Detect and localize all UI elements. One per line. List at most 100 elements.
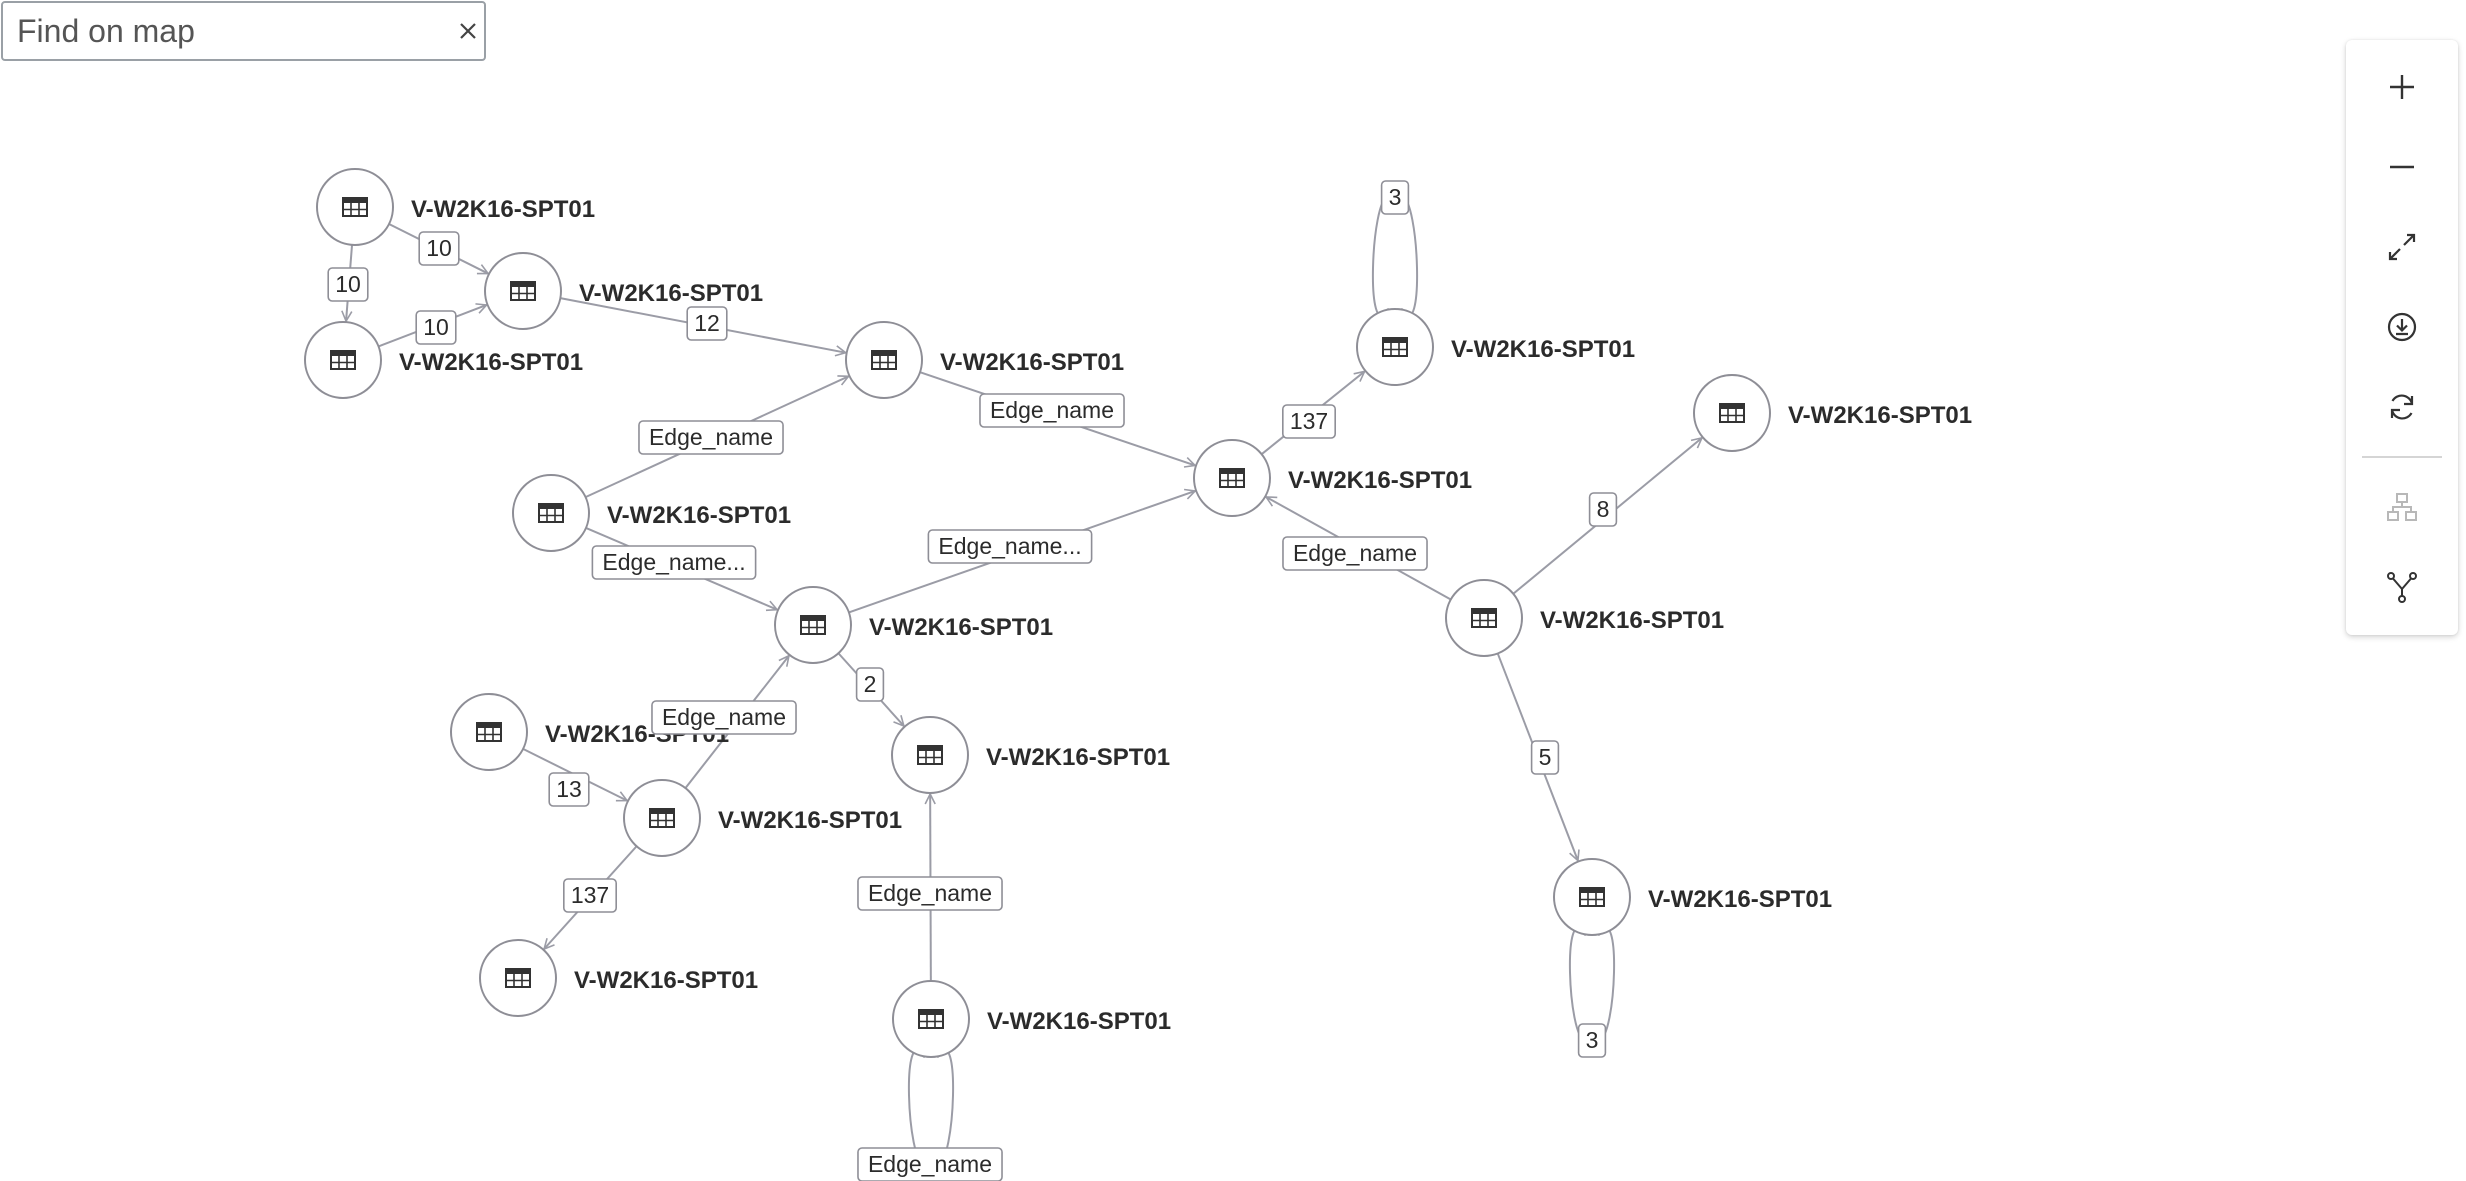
table-icon — [538, 503, 564, 523]
node-label: V-W2K16-SPT01 — [574, 967, 758, 994]
node-circle — [1193, 439, 1271, 517]
node-circle — [891, 716, 969, 794]
node-circle — [1445, 579, 1523, 657]
edge-label-text: 10 — [335, 271, 361, 297]
hierarchy-layout-button[interactable] — [2362, 472, 2442, 542]
graph-node[interactable]: V-W2K16-SPT01 — [304, 321, 583, 399]
edge-label[interactable]: 3 — [1577, 1023, 1607, 1058]
expand-icon — [2388, 233, 2416, 261]
edge-label-text: 137 — [571, 882, 609, 908]
edge-label[interactable]: 12 — [686, 306, 728, 341]
edge-label-box — [415, 310, 457, 345]
edge-e10-a[interactable] — [1371, 196, 1388, 316]
node-circle — [304, 321, 382, 399]
edge-label-box — [857, 1147, 1003, 1181]
edge-label-box — [1282, 404, 1336, 439]
graph-node[interactable]: V-W2K16-SPT01 — [1356, 308, 1635, 386]
zoom-out-button[interactable] — [2362, 132, 2442, 202]
node-label: V-W2K16-SPT01 — [579, 280, 763, 307]
node-label: V-W2K16-SPT01 — [1788, 402, 1972, 429]
edge-label-box — [857, 876, 1003, 911]
edge-label-box — [686, 306, 728, 341]
graph-node[interactable]: V-W2K16-SPT01 — [479, 939, 758, 1017]
edge-label-box — [563, 878, 617, 913]
edge-label-text: Edge_name — [1293, 540, 1417, 566]
node-label: V-W2K16-SPT01 — [869, 614, 1053, 641]
edge-label-text: 12 — [694, 310, 720, 336]
graph-node[interactable]: V-W2K16-SPT01 — [1693, 374, 1972, 452]
graph-node[interactable]: V-W2K16-SPT01 — [484, 252, 763, 330]
edge-label[interactable]: 10 — [415, 310, 457, 345]
table-icon — [342, 197, 368, 217]
graph-node[interactable]: V-W2K16-SPT01 — [623, 779, 902, 857]
edge-label[interactable]: 13 — [548, 772, 590, 807]
node-label: V-W2K16-SPT01 — [607, 502, 791, 529]
graph-node[interactable]: V-W2K16-SPT01 — [512, 474, 791, 552]
edge-e20-b[interactable] — [938, 1050, 955, 1165]
table-icon — [1719, 403, 1745, 423]
graph-node[interactable]: V-W2K16-SPT01 — [1445, 579, 1724, 657]
table-icon — [1382, 337, 1408, 357]
fit-to-screen-button[interactable] — [2362, 212, 2442, 282]
edge-label-text: Edge_name... — [938, 533, 1081, 559]
graph-node[interactable]: V-W2K16-SPT01 — [1193, 439, 1472, 517]
download-button[interactable] — [2362, 292, 2442, 362]
table-icon — [505, 968, 531, 988]
table-icon — [510, 281, 536, 301]
close-icon[interactable] — [451, 3, 484, 59]
edge-label-box — [638, 420, 784, 455]
graph-node[interactable]: V-W2K16-SPT01 — [845, 321, 1124, 399]
node-circle — [484, 252, 562, 330]
graph-node[interactable]: V-W2K16-SPT01 — [1553, 858, 1832, 936]
edge-label-text: Edge_name — [868, 1151, 992, 1177]
edge-e20-a[interactable] — [907, 1050, 924, 1165]
table-icon — [917, 745, 943, 765]
graph-node[interactable]: V-W2K16-SPT01 — [891, 716, 1170, 794]
node-circle — [1693, 374, 1771, 452]
zoom-in-button[interactable] — [2362, 52, 2442, 122]
refresh-icon — [2390, 394, 2414, 420]
branch-layout-button[interactable] — [2362, 552, 2442, 622]
graph-node[interactable]: V-W2K16-SPT01 — [892, 980, 1171, 1058]
edge-label[interactable]: Edge_name — [857, 1147, 1003, 1181]
node-label: V-W2K16-SPT01 — [940, 349, 1124, 376]
edge-label[interactable]: 10 — [418, 231, 460, 266]
edge-label[interactable]: Edge_name — [1282, 536, 1428, 571]
table-icon — [649, 808, 675, 828]
refresh-button[interactable] — [2362, 372, 2442, 442]
edge-label[interactable]: 10 — [327, 267, 369, 302]
edge-label[interactable]: Edge_name — [651, 700, 797, 735]
edge-label[interactable]: 3 — [1380, 180, 1410, 215]
edge-label-box — [1380, 180, 1410, 215]
table-icon — [476, 722, 502, 742]
table-icon — [800, 615, 826, 635]
node-label: V-W2K16-SPT01 — [399, 349, 583, 376]
edge-label-text: 137 — [1290, 408, 1328, 434]
edge-label[interactable]: Edge_name... — [927, 529, 1093, 564]
find-on-map-search[interactable] — [1, 1, 486, 61]
edge-label[interactable]: 2 — [855, 667, 885, 702]
branch-icon — [2387, 572, 2417, 603]
edge-label[interactable]: Edge_name — [857, 876, 1003, 911]
edge-label[interactable]: 8 — [1588, 492, 1618, 527]
edge-label[interactable]: Edge_name... — [591, 545, 757, 580]
edge-label[interactable]: 137 — [1282, 404, 1336, 439]
node-label: V-W2K16-SPT01 — [718, 807, 902, 834]
edge-label[interactable]: 137 — [563, 878, 617, 913]
edge-label-text: Edge_name — [868, 880, 992, 906]
edge-e10-b[interactable] — [1402, 196, 1419, 316]
edge-label[interactable]: Edge_name — [979, 393, 1125, 428]
graph-node[interactable]: V-W2K16-SPT01 — [316, 168, 595, 246]
edge-label[interactable]: 5 — [1530, 740, 1560, 775]
edge-label[interactable]: Edge_name — [638, 420, 784, 455]
search-input[interactable] — [3, 3, 451, 59]
node-label: V-W2K16-SPT01 — [1288, 467, 1472, 494]
node-label: V-W2K16-SPT01 — [987, 1008, 1171, 1035]
plus-icon — [2390, 75, 2414, 99]
edge-label-box — [1577, 1023, 1607, 1058]
graph-node[interactable]: V-W2K16-SPT01 — [774, 586, 1053, 664]
edge-label-text: 3 — [1389, 184, 1402, 210]
hierarchy-icon — [2387, 493, 2417, 521]
edge-label-box — [1588, 492, 1618, 527]
